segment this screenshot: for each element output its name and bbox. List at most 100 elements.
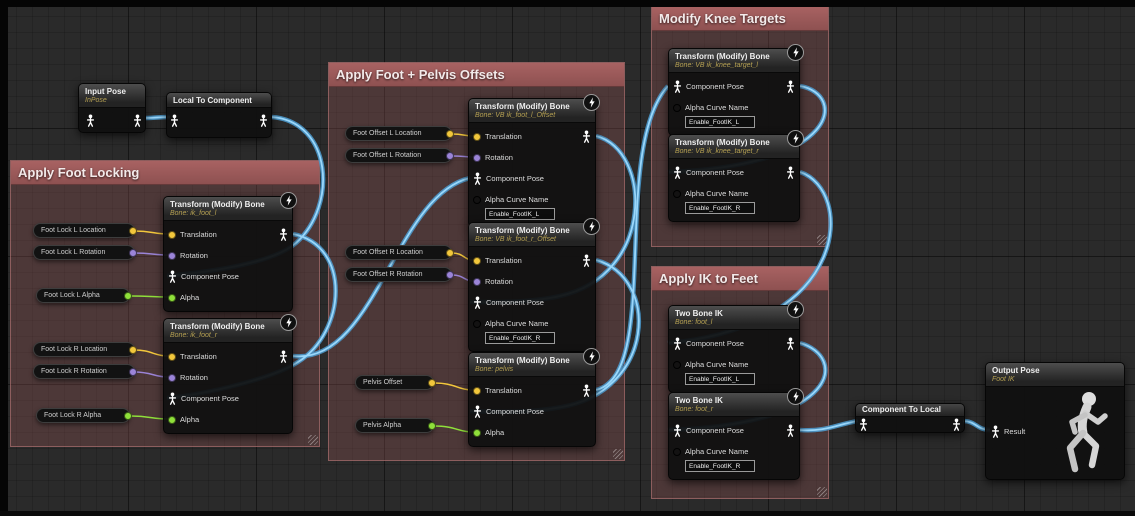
pose-pin-icon: [473, 172, 482, 185]
node-transform-modify-bone-foot-offset-r[interactable]: Transform (Modify) Bone Bone: VB ik_foot…: [468, 218, 600, 352]
input-pose-pin[interactable]: [859, 418, 868, 431]
pill-foot-lock-l-alpha[interactable]: Foot Lock L Alpha: [36, 288, 132, 303]
output-pose-pin[interactable]: [279, 350, 288, 363]
rotator-pin-icon[interactable]: [129, 368, 137, 376]
alpha-curve-name-input[interactable]: [685, 460, 755, 472]
output-pose-pin[interactable]: [279, 228, 288, 241]
alpha-curve-name-input[interactable]: [685, 373, 755, 385]
pin-translation[interactable]: Translation: [469, 250, 595, 271]
pin-alpha-curve-name[interactable]: Alpha Curve Name: [469, 189, 595, 210]
alpha-curve-name-input[interactable]: [485, 332, 555, 344]
output-pose-pin[interactable]: [582, 130, 591, 143]
node-component-to-local[interactable]: Component To Local: [855, 403, 965, 433]
node-transform-modify-bone-foot-offset-l[interactable]: Transform (Modify) Bone Bone: VB ik_foot…: [468, 94, 600, 228]
comment-header[interactable]: Apply IK to Feet: [652, 267, 828, 291]
pin-translation[interactable]: Translation: [164, 346, 292, 367]
rotator-pin-icon[interactable]: [446, 271, 454, 279]
pin-result[interactable]: Result: [991, 425, 1025, 438]
node-local-to-component[interactable]: Local To Component: [166, 92, 272, 138]
output-pose-pin[interactable]: [786, 80, 795, 93]
node-transform-modify-bone-foot-lock-l[interactable]: Transform (Modify) Bone Bone: ik_foot_l …: [163, 192, 297, 312]
alpha-curve-name-input[interactable]: [685, 202, 755, 214]
pill-foot-offset-l-rotation[interactable]: Foot Offset L Rotation: [345, 148, 454, 163]
pill-foot-lock-r-location[interactable]: Foot Lock R Location: [33, 342, 137, 357]
pin-component-pose[interactable]: Component Pose: [164, 266, 292, 287]
output-pose-pin[interactable]: [952, 418, 961, 431]
pin-rotation[interactable]: Rotation: [164, 367, 292, 388]
output-pose-pin[interactable]: [786, 166, 795, 179]
pin-component-pose[interactable]: Component Pose: [469, 168, 595, 189]
pill-foot-offset-r-location[interactable]: Foot Offset R Location: [345, 245, 454, 260]
pin-alpha-curve-name[interactable]: Alpha Curve Name: [669, 97, 799, 118]
pin-alpha-curve-name[interactable]: Alpha Curve Name: [669, 354, 799, 375]
comment-header[interactable]: Apply Foot Locking: [11, 161, 319, 185]
input-pose-pin[interactable]: [170, 114, 179, 127]
node-transform-modify-bone-knee-target-r[interactable]: Transform (Modify) Bone Bone: VB ik_knee…: [668, 130, 804, 222]
pin-alpha-curve-name[interactable]: Alpha Curve Name: [469, 313, 595, 334]
vector-pin-icon[interactable]: [428, 379, 436, 387]
name-pin-icon: [473, 195, 481, 204]
float-pin-icon[interactable]: [124, 412, 132, 420]
node-transform-modify-bone-foot-lock-r[interactable]: Transform (Modify) Bone Bone: ik_foot_r …: [163, 314, 297, 434]
pin-component-pose[interactable]: Component Pose: [669, 162, 799, 183]
pill-foot-lock-l-rotation[interactable]: Foot Lock L Rotation: [33, 245, 137, 260]
output-pose-pin[interactable]: [582, 254, 591, 267]
pill-foot-offset-r-rotation[interactable]: Foot Offset R Rotation: [345, 267, 454, 282]
pin-translation[interactable]: Translation: [164, 224, 292, 245]
pin-translation[interactable]: Translation: [469, 126, 595, 147]
comment-resize-handle[interactable]: [308, 435, 318, 445]
vector-pin-icon[interactable]: [129, 346, 137, 354]
alpha-curve-name-input[interactable]: [685, 116, 755, 128]
node-header: Input Pose InPose: [79, 84, 145, 108]
comment-header[interactable]: Modify Knee Targets: [652, 7, 828, 31]
pin-component-pose[interactable]: Component Pose: [469, 292, 595, 313]
output-pose-pin[interactable]: [786, 424, 795, 437]
comment-header[interactable]: Apply Foot + Pelvis Offsets: [329, 63, 624, 87]
pill-foot-lock-r-rotation[interactable]: Foot Lock R Rotation: [33, 364, 137, 379]
vector-pin-icon[interactable]: [446, 130, 454, 138]
alpha-curve-name-input[interactable]: [485, 208, 555, 220]
pill-foot-lock-r-alpha[interactable]: Foot Lock R Alpha: [36, 408, 132, 423]
comment-resize-handle[interactable]: [817, 487, 827, 497]
pin-rotation[interactable]: Rotation: [469, 147, 595, 168]
pill-pelvis-offset[interactable]: Pelvis Offset: [355, 375, 436, 390]
node-input-pose[interactable]: Input Pose InPose: [78, 83, 146, 133]
float-pin-icon[interactable]: [124, 292, 132, 300]
node-transform-modify-bone-pelvis[interactable]: Transform (Modify) Bone Bone: pelvis Tra…: [468, 348, 600, 447]
pill-foot-lock-l-location[interactable]: Foot Lock L Location: [33, 223, 137, 238]
rotator-pin-icon[interactable]: [446, 152, 454, 160]
node-subtitle: Bone: VB ik_foot_r_Offset: [475, 236, 556, 243]
pin-component-pose[interactable]: Component Pose: [669, 76, 799, 97]
vector-pin-icon[interactable]: [129, 227, 137, 235]
vector-pin-icon: [168, 230, 176, 239]
node-two-bone-ik-r[interactable]: Two Bone IK Bone: foot_r Component Pose …: [668, 388, 804, 480]
pin-alpha[interactable]: Alpha: [164, 409, 292, 430]
rotator-pin-icon[interactable]: [129, 249, 137, 257]
float-pin-icon[interactable]: [428, 422, 436, 430]
pin-component-pose[interactable]: Component Pose: [669, 420, 799, 441]
node-output-pose[interactable]: Output Pose Foot IK Result: [985, 362, 1125, 480]
output-pose-pin[interactable]: [133, 114, 142, 127]
pin-component-pose[interactable]: Component Pose: [469, 401, 595, 422]
pin-alpha[interactable]: Alpha: [164, 287, 292, 308]
output-pose-pin[interactable]: [259, 114, 268, 127]
pin-rotation[interactable]: Rotation: [164, 245, 292, 266]
pin-alpha-curve-name[interactable]: Alpha Curve Name: [669, 183, 799, 204]
pose-icon: [86, 114, 95, 127]
comment-resize-handle[interactable]: [613, 449, 623, 459]
pin-rotation[interactable]: Rotation: [469, 271, 595, 292]
pin-alpha[interactable]: Alpha: [469, 422, 595, 443]
pill-pelvis-alpha[interactable]: Pelvis Alpha: [355, 418, 436, 433]
node-two-bone-ik-l[interactable]: Two Bone IK Bone: foot_l Component Pose …: [668, 301, 804, 393]
pin-component-pose[interactable]: Component Pose: [164, 388, 292, 409]
output-pose-pin[interactable]: [582, 384, 591, 397]
pin-translation[interactable]: Translation: [469, 380, 595, 401]
output-pose-pin[interactable]: [786, 337, 795, 350]
pin-alpha-curve-name[interactable]: Alpha Curve Name: [669, 441, 799, 462]
vector-pin-icon[interactable]: [446, 249, 454, 257]
comment-resize-handle[interactable]: [817, 235, 827, 245]
node-transform-modify-bone-knee-target-l[interactable]: Transform (Modify) Bone Bone: VB ik_knee…: [668, 44, 804, 136]
pin-component-pose[interactable]: Component Pose: [669, 333, 799, 354]
pill-foot-offset-l-location[interactable]: Foot Offset L Location: [345, 126, 454, 141]
